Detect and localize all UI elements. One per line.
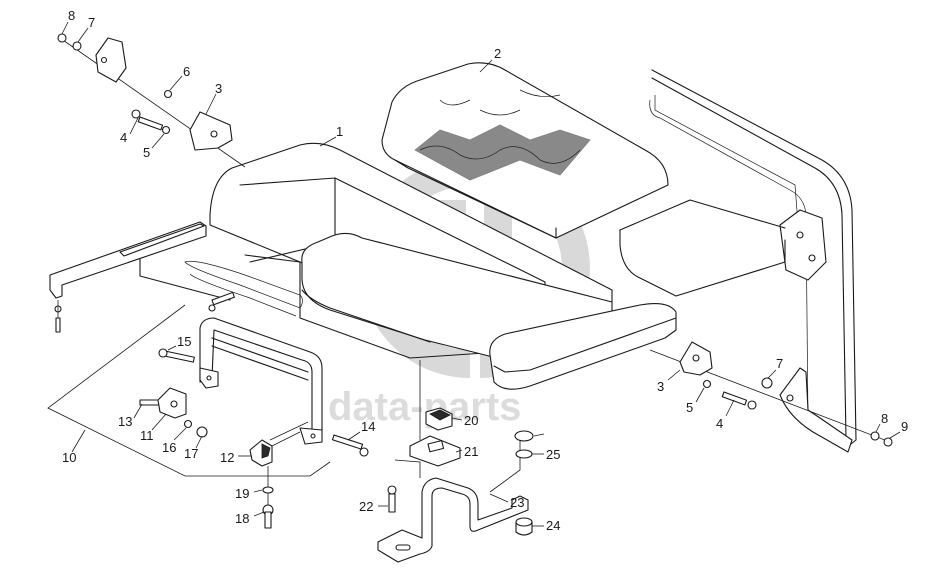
washer-6-right bbox=[761, 377, 773, 389]
callout-4-left: 4 bbox=[120, 130, 127, 145]
callout-13: 14 bbox=[361, 419, 375, 434]
callout-2: 2 bbox=[494, 46, 501, 61]
seat-box bbox=[139, 142, 786, 390]
bolt-13 bbox=[331, 434, 364, 450]
hinge-assembly-right bbox=[649, 341, 893, 447]
callout-12: 13 bbox=[118, 414, 132, 429]
watermark-text: data-parts bbox=[328, 385, 521, 429]
washer-5-right bbox=[702, 379, 712, 389]
screw-21-head bbox=[387, 485, 397, 495]
callout-20: 21 bbox=[464, 444, 478, 459]
callout-6-left: 6 bbox=[183, 64, 190, 79]
callout-11: 12 bbox=[220, 450, 234, 465]
callout-9: 10 bbox=[62, 450, 76, 465]
handle-kit-9 bbox=[47, 304, 369, 529]
callout-3-right: 3 bbox=[657, 379, 664, 394]
hinge-plate-left bbox=[95, 37, 127, 83]
mount-bracket-22 bbox=[377, 477, 529, 563]
washer-18 bbox=[262, 486, 274, 494]
cab-wall bbox=[649, 69, 857, 453]
callout-10: 11 bbox=[140, 428, 154, 443]
callout-labels: 8 7 6 3 4 5 1 2 3 5 4 7 8 9 10 11 12 13 … bbox=[62, 8, 908, 533]
bolt-14 bbox=[163, 350, 195, 363]
washer-24 bbox=[515, 449, 533, 459]
callout-8-right: 9 bbox=[901, 419, 908, 434]
callout-leaders bbox=[61, 21, 901, 527]
hinge-3-left bbox=[189, 111, 233, 151]
wall-hinge-bracket bbox=[779, 209, 827, 281]
callout-14: 15 bbox=[177, 334, 191, 349]
callout-18: 19 bbox=[235, 486, 249, 501]
callout-15: 16 bbox=[162, 440, 176, 455]
callout-3-left: 3 bbox=[215, 81, 222, 96]
callout-7-right: 8 bbox=[881, 411, 888, 426]
nut-16 bbox=[196, 426, 208, 438]
washer-5-left bbox=[161, 125, 171, 135]
callout-19: 20 bbox=[464, 413, 478, 428]
lower-bracket-assembly bbox=[377, 360, 534, 563]
back-cushion bbox=[381, 62, 669, 239]
nut-25 bbox=[514, 430, 534, 442]
bolt-4-right bbox=[721, 391, 748, 406]
callout-17: 18 bbox=[235, 511, 249, 526]
washer-7-left bbox=[72, 41, 82, 51]
lower-wall-bracket bbox=[779, 367, 853, 453]
callout-23: 24 bbox=[546, 518, 560, 533]
left-support-bracket bbox=[49, 221, 207, 333]
hinge-assembly-left bbox=[57, 33, 246, 168]
callout-24: 25 bbox=[546, 447, 560, 462]
callout-7-left: 7 bbox=[88, 15, 95, 30]
callout-21: 22 bbox=[359, 499, 373, 514]
latch-10 bbox=[157, 387, 187, 419]
nut-8-right bbox=[883, 437, 893, 447]
callout-4-right: 4 bbox=[716, 416, 723, 431]
seat-screw bbox=[208, 291, 235, 312]
nut-8-left bbox=[57, 33, 67, 43]
callout-5-left: 5 bbox=[143, 145, 150, 160]
callout-5-right: 5 bbox=[686, 400, 693, 415]
callout-6-right: 7 bbox=[776, 356, 783, 371]
washer-15 bbox=[183, 419, 193, 429]
callout-22: 23 bbox=[510, 495, 524, 510]
spring-12 bbox=[139, 399, 161, 406]
callout-8-left: 8 bbox=[68, 8, 75, 23]
washer-7-right bbox=[870, 431, 880, 441]
washer-6-left bbox=[163, 89, 173, 99]
hinge-3-right bbox=[679, 341, 713, 376]
callout-1: 1 bbox=[336, 124, 343, 139]
bolt-4-left bbox=[137, 116, 164, 131]
callout-16: 17 bbox=[184, 446, 198, 461]
